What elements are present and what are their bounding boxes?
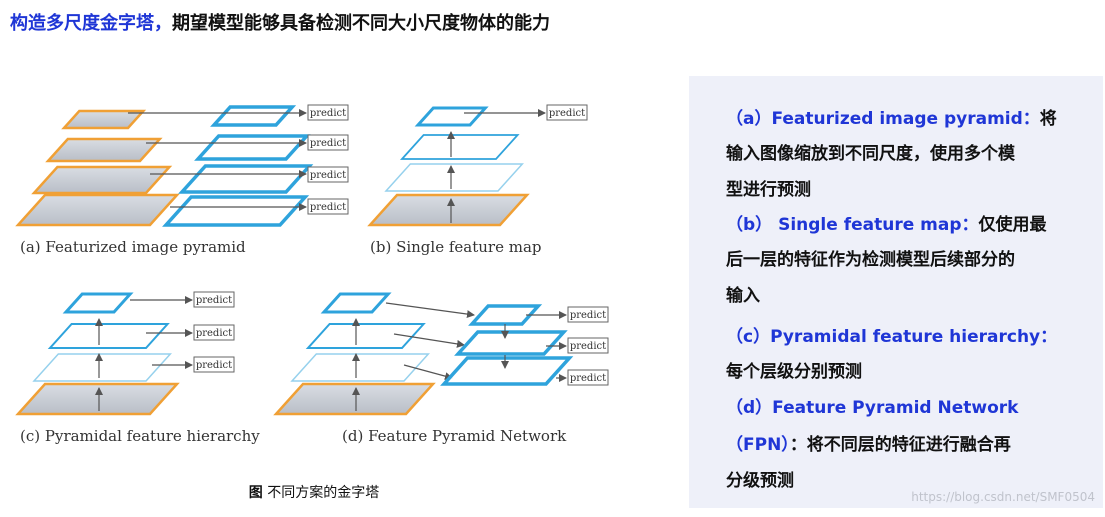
panel-label: (d) Feature Pyramid Network — [342, 427, 567, 445]
explanation-line: （a）Featurized image pyramid：将 — [726, 104, 1057, 129]
arrow — [385, 302, 475, 319]
image-layer — [45, 137, 163, 163]
explanation-term: （d）Feature Pyramid Network — [726, 398, 1019, 418]
feature-map — [162, 195, 310, 227]
feature-map — [290, 353, 430, 382]
explanation-line: （c）Pyramidal feature hierarchy： — [726, 322, 1057, 347]
image-layer — [61, 109, 147, 130]
feature-map — [320, 292, 392, 314]
feature-map — [440, 356, 574, 386]
feature-map — [384, 163, 524, 192]
panel-label: (b) Single feature map — [370, 238, 542, 256]
image-layer — [15, 382, 180, 416]
feature-map — [210, 105, 297, 127]
explanation-text: ：将不同层的特征进行融合再 — [789, 435, 1011, 455]
watermark: https://blog.csdn.net/SMF0504 — [911, 490, 1095, 504]
explanation-term: （b） Single feature map： — [726, 215, 979, 235]
feature-map — [414, 106, 489, 127]
predict-box — [193, 356, 235, 373]
feature-map — [305, 323, 426, 349]
explanation-text: 型进行预测 — [726, 180, 811, 200]
feature-map — [47, 323, 170, 349]
predict-box — [193, 291, 235, 308]
predict-label: predict — [310, 170, 346, 181]
explanation-text: 输入图像缩放到不同尺度，使用多个模 — [726, 144, 1015, 164]
predict-label: predict — [549, 108, 585, 119]
figure-caption: 图 不同方案的金字塔 — [0, 482, 628, 502]
predict-label: predict — [196, 360, 232, 371]
explanation-line: 后一层的特征作为检测模型后续部分的 — [726, 245, 1015, 270]
caption-label: 图 — [248, 485, 263, 501]
predict-box — [567, 306, 609, 323]
predict-box — [307, 104, 349, 121]
predict-box — [307, 198, 349, 215]
explanation-term: （FPN） — [726, 435, 790, 455]
predict-label: predict — [570, 310, 606, 321]
explanation-line: （b） Single feature map：仅使用最 — [726, 210, 1047, 235]
explanation-text: 后一层的特征作为检测模型后续部分的 — [726, 250, 1015, 270]
predict-label: predict — [570, 373, 606, 384]
predict-label: predict — [196, 328, 232, 339]
predict-label: predict — [196, 295, 232, 306]
image-layer — [31, 165, 173, 195]
predict-label: predict — [570, 341, 606, 352]
explanation-term: （a）Featurized image pyramid： — [726, 109, 1040, 129]
explanation-line: 输入图像缩放到不同尺度，使用多个模 — [726, 139, 1015, 164]
explanation-line: 分级预测 — [726, 466, 794, 491]
title-highlight: 构造多尺度金字塔， — [10, 13, 172, 34]
feature-map — [454, 330, 568, 356]
explanation-text: 仅使用最 — [978, 215, 1047, 235]
pyramid-figure: predict predict predict predict (a) Featuriz… — [15, 104, 609, 445]
explanation-line: 输入 — [726, 281, 760, 306]
title-rest: 期望模型能够具备检测不同大小尺度物体的能力 — [172, 13, 550, 34]
predict-box — [567, 337, 609, 354]
explanation-panel: （a）Featurized image pyramid：将输入图像缩放到不同尺度… — [689, 76, 1103, 508]
caption-text: 不同方案的金字塔 — [262, 485, 380, 501]
explanation-line: 型进行预测 — [726, 175, 811, 200]
page-title: 构造多尺度金字塔，期望模型能够具备检测不同大小尺度物体的能力 — [10, 9, 550, 35]
image-layer — [367, 193, 530, 227]
explanation-line: 每个层级分别预测 — [726, 357, 862, 382]
panel-label: (a) Featurized image pyramid — [20, 238, 246, 256]
arrow — [403, 364, 453, 381]
predict-box — [307, 134, 349, 151]
predict-box — [567, 369, 609, 386]
explanation-line: （FPN）：将不同层的特征进行融合再 — [726, 430, 1011, 455]
predict-box — [307, 166, 349, 183]
feature-map — [399, 134, 520, 160]
feature-map — [62, 292, 134, 314]
predict-label: predict — [310, 202, 346, 213]
image-layer — [15, 193, 180, 227]
feature-map — [194, 134, 311, 161]
explanation-text: 输入 — [726, 286, 760, 306]
predict-box — [193, 324, 235, 341]
explanation-text: 将 — [1039, 109, 1057, 129]
predict-box — [546, 104, 588, 121]
image-layer — [273, 382, 436, 416]
feature-map — [32, 353, 172, 382]
arrow — [393, 333, 465, 348]
panel-label: (c) Pyramidal feature hierarchy — [20, 427, 260, 445]
predict-label: predict — [310, 108, 346, 119]
explanation-term: （c）Pyramidal feature hierarchy： — [726, 327, 1058, 347]
explanation-text: 每个层级分别预测 — [726, 362, 862, 382]
predict-label: predict — [310, 138, 346, 149]
explanation-text: 分级预测 — [726, 471, 794, 491]
feature-map — [178, 164, 314, 194]
explanation-line: （d）Feature Pyramid Network — [726, 393, 1018, 418]
